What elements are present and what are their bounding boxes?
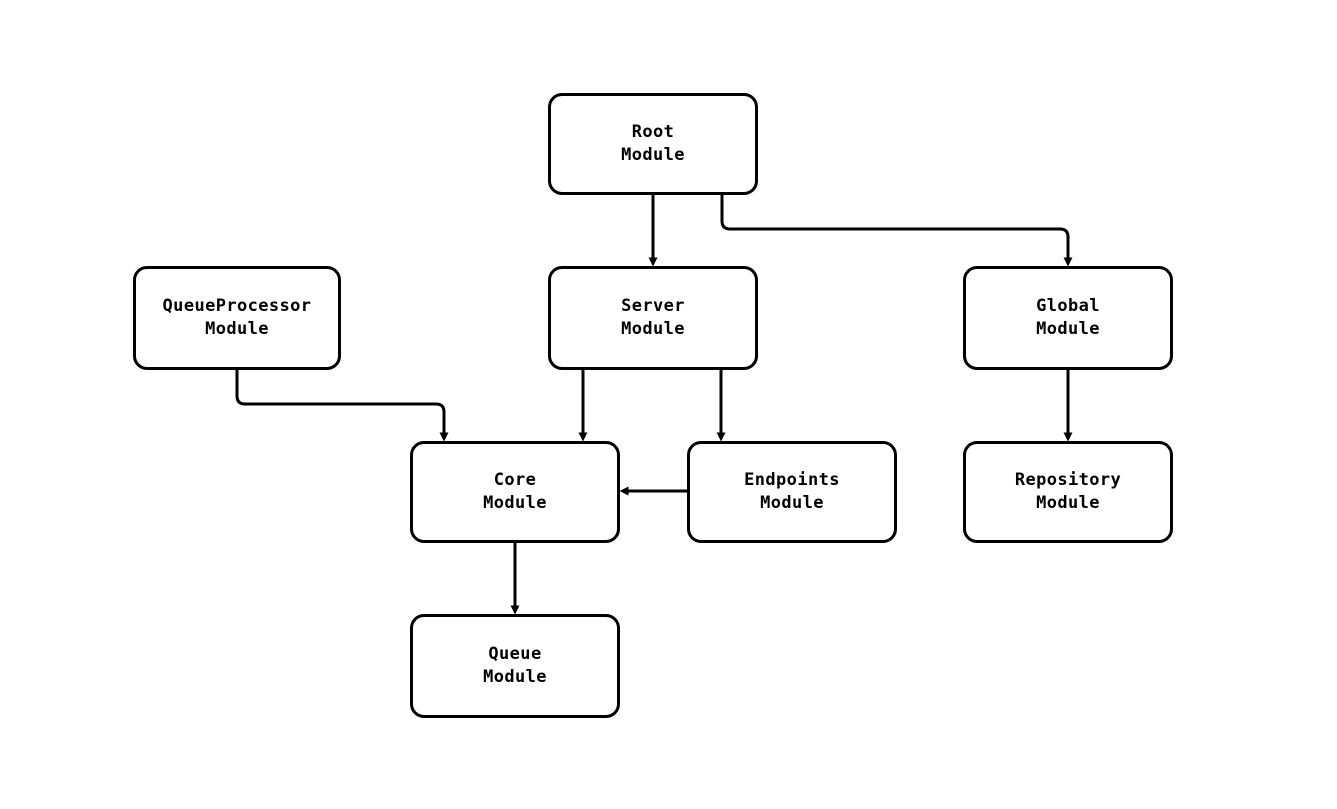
node-root-name: Root [631,122,675,142]
node-queue-suffix: Module [483,667,547,687]
node-queue-name: Queue [488,644,542,664]
node-global-name: Global [1036,296,1100,316]
node-global-suffix: Module [1036,319,1100,339]
node-repository-suffix: Module [1036,493,1100,513]
node-core-suffix: Module [483,493,547,513]
node-endpoints-name: Endpoints [744,470,840,490]
edge-root-to-global [720,195,1073,267]
node-server-name: Server [621,296,685,316]
node-queueprocessor-suffix: Module [205,319,269,339]
node-core-name: Core [493,470,537,490]
node-endpoints-suffix: Module [760,493,824,513]
edge-queueprocessor-to-core [235,370,449,442]
node-queueprocessor-name: QueueProcessor [162,296,312,316]
edges-group [235,195,1073,615]
node-repository-name: Repository [1014,470,1122,490]
node-root-suffix: Module [621,145,685,165]
node-server-suffix: Module [621,319,685,339]
